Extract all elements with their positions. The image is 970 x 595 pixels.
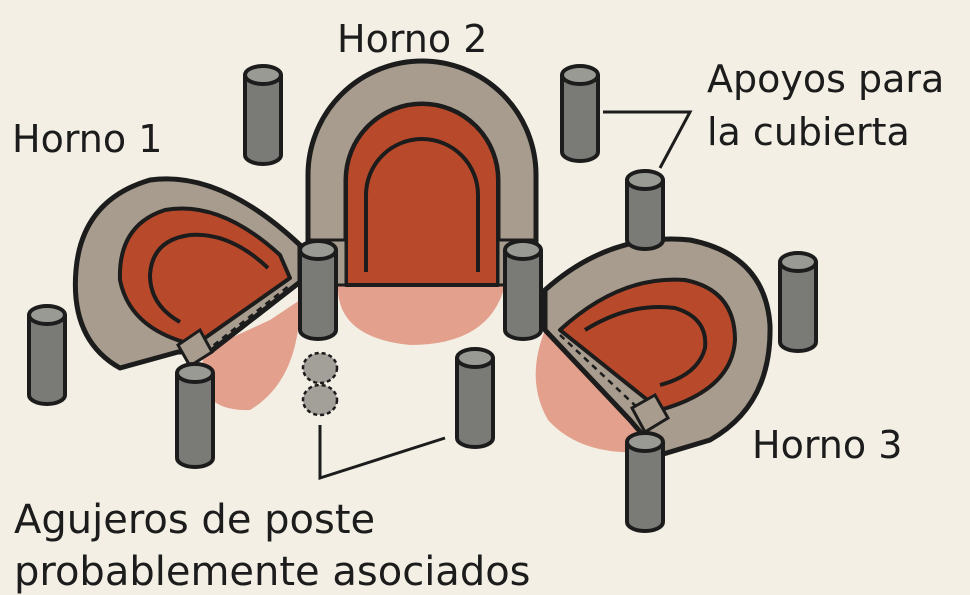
kiln-3-chamber	[558, 277, 737, 412]
leader-apoyos	[603, 110, 693, 169]
kiln-2-chamber	[344, 102, 500, 287]
post-top	[175, 362, 215, 384]
post-body	[625, 440, 665, 533]
leader-agujeros	[318, 425, 446, 481]
kiln-3-wall-end	[629, 392, 671, 435]
label-horno-2: Horno 2	[337, 17, 487, 61]
post-top	[298, 239, 338, 261]
kiln-1-wall-end	[176, 327, 214, 369]
kiln-1-opening-line	[204, 284, 291, 353]
labels: Horno 1 Horno 2 Horno 3 Apoyos para la c…	[12, 17, 944, 595]
post-top	[503, 239, 543, 261]
posts	[27, 64, 818, 533]
post-hole-1	[301, 351, 339, 385]
post-body	[298, 248, 338, 341]
label-agujeros-line-2: probablemente asociados	[14, 549, 531, 595]
roof-support-post	[778, 251, 818, 353]
roof-support-post	[503, 239, 543, 341]
post-body	[243, 73, 283, 166]
label-apoyos-line-2: la cubierta	[707, 110, 910, 154]
post-top	[455, 347, 495, 369]
kiln-3-floor	[535, 330, 640, 453]
roof-support-post	[243, 64, 283, 166]
post-holes	[301, 351, 339, 417]
kiln-2-floor	[338, 280, 505, 345]
kiln-1-floor	[202, 300, 300, 411]
post-top	[27, 304, 67, 326]
label-horno-3: Horno 3	[752, 423, 902, 467]
kiln-3-opening-line	[559, 334, 641, 411]
post-body	[560, 73, 600, 163]
kiln-1	[72, 176, 303, 371]
post-body	[455, 356, 495, 449]
roof-support-post	[27, 304, 67, 406]
roof-support-post	[298, 239, 338, 341]
post-top	[560, 64, 600, 86]
roof-support-post	[455, 347, 495, 449]
roof-support-post	[175, 362, 215, 469]
kiln-floors	[202, 280, 640, 453]
leader-lines	[318, 110, 693, 481]
roof-support-post	[560, 64, 600, 163]
roof-support-post	[625, 431, 665, 533]
post-hole-2	[301, 383, 339, 417]
post-body	[175, 371, 215, 469]
kiln-1-inner-line	[147, 232, 270, 324]
kiln-3	[542, 236, 773, 458]
label-agujeros-line-1: Agujeros de poste	[14, 497, 375, 543]
label-apoyos-line-1: Apoyos para	[707, 57, 944, 101]
kiln-3-inner-line	[583, 304, 708, 387]
post-top	[625, 431, 665, 453]
post-body	[625, 178, 665, 251]
post-top	[625, 169, 665, 191]
kiln-2-inner-line	[364, 137, 480, 272]
roof-support-post	[625, 169, 665, 251]
kiln-2	[305, 58, 539, 287]
post-body	[27, 313, 67, 406]
post-top	[778, 251, 818, 273]
post-top	[243, 64, 283, 86]
post-body	[778, 260, 818, 353]
post-body	[503, 248, 543, 341]
label-horno-1: Horno 1	[12, 117, 162, 161]
